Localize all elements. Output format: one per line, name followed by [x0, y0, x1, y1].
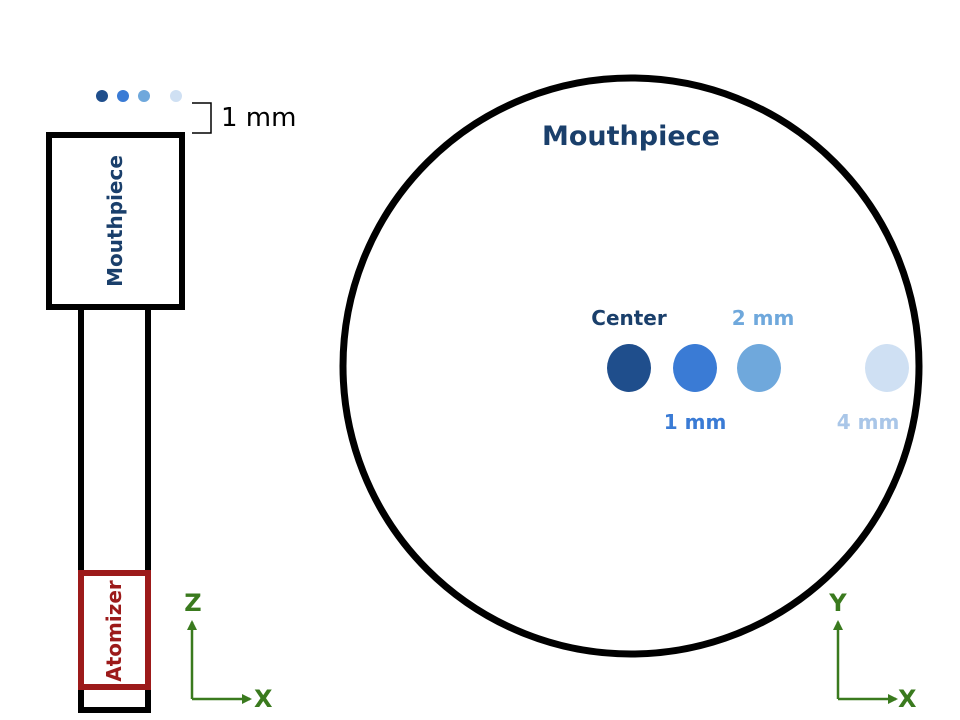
top-axis-horizontal-label: X — [898, 685, 917, 713]
point-label-center: Center — [591, 306, 667, 330]
side-mouthpiece-label: Mouthpiece — [103, 155, 127, 287]
side-dot-1mm — [117, 90, 129, 102]
side-dot-4mm — [170, 90, 182, 102]
spacing-bracket — [192, 102, 212, 134]
side-body-tube — [78, 304, 151, 713]
side-dot-center — [96, 90, 108, 102]
top-view-title: Mouthpiece — [542, 121, 720, 152]
point-4mm — [865, 344, 909, 392]
point-label-1mm: 1 mm — [664, 410, 727, 434]
side-atomizer-label: Atomizer — [102, 580, 126, 682]
side-axis-horizontal-label: X — [254, 685, 273, 713]
point-2mm — [737, 344, 781, 392]
point-center — [607, 344, 651, 392]
side-atomizer-box — [78, 570, 151, 690]
point-label-2mm: 2 mm — [732, 306, 795, 330]
spacing-label: 1 mm — [221, 103, 296, 133]
point-1mm — [673, 344, 717, 392]
point-label-4mm: 4 mm — [837, 410, 900, 434]
side-dot-2mm — [138, 90, 150, 102]
side-axis-vertical-label: Z — [184, 589, 201, 617]
top-axis-vertical-label: Y — [828, 589, 847, 617]
